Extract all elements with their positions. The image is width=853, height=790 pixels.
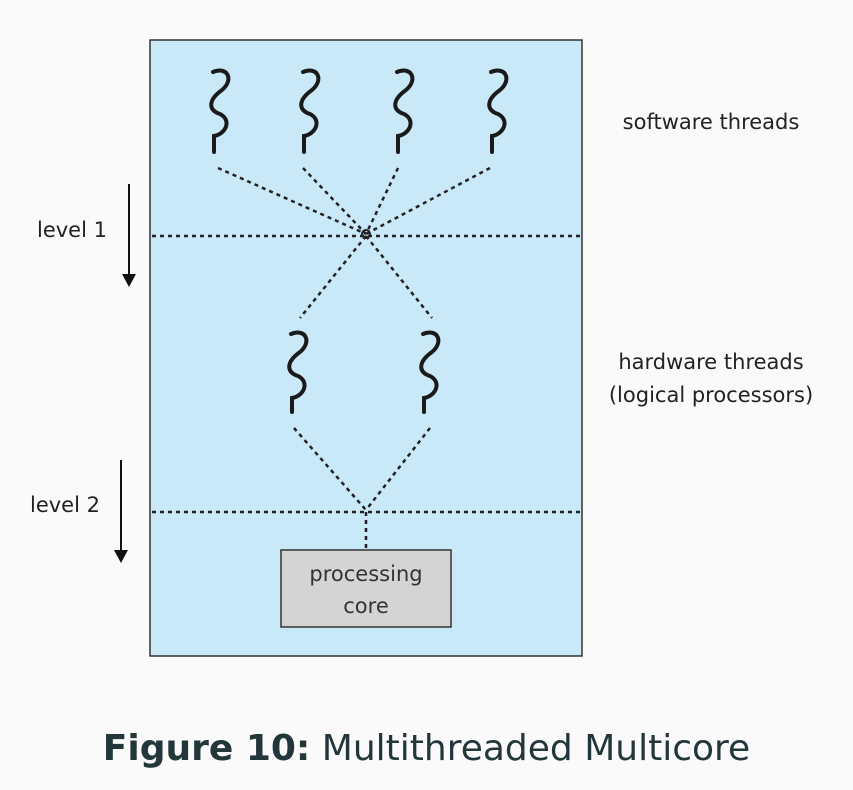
hardware-threads [287, 330, 441, 414]
figure-title: Multithreaded Multicore [321, 728, 751, 769]
figure-caption: Figure 10: Multithreaded Multicore [0, 728, 853, 769]
level2-mapping-lines [293, 427, 431, 550]
processing-core-box [280, 549, 452, 628]
level1-arrowhead-icon [122, 274, 136, 287]
software-thread-squiggle [487, 68, 509, 154]
software-threads-label: software threads [623, 110, 800, 134]
hardware-thread-squiggle [419, 330, 441, 414]
hw-mapping-lines [299, 235, 433, 319]
logical-processors-label: (logical processors) [609, 383, 813, 407]
level1-label: level 1 [37, 218, 107, 242]
software-thread-squiggle [393, 68, 415, 154]
level1-mapping-lines [217, 166, 491, 236]
level1-junction [361, 229, 371, 239]
software-thread-squiggle [299, 68, 321, 154]
hardware-thread-squiggle [287, 330, 309, 414]
hardware-threads-label: hardware threads [618, 350, 803, 374]
multithreaded-multicore-diagram: processing core software threads hardwar… [30, 39, 813, 657]
processing-core-label-line1: processing [309, 562, 422, 586]
level2-arrowhead-icon [114, 550, 128, 563]
processing-core-label-line2: core [343, 594, 389, 618]
software-thread-squiggle [209, 68, 231, 154]
figure-number: Figure 10: [102, 728, 311, 769]
level2-label: level 2 [30, 493, 100, 517]
software-threads [209, 68, 509, 154]
